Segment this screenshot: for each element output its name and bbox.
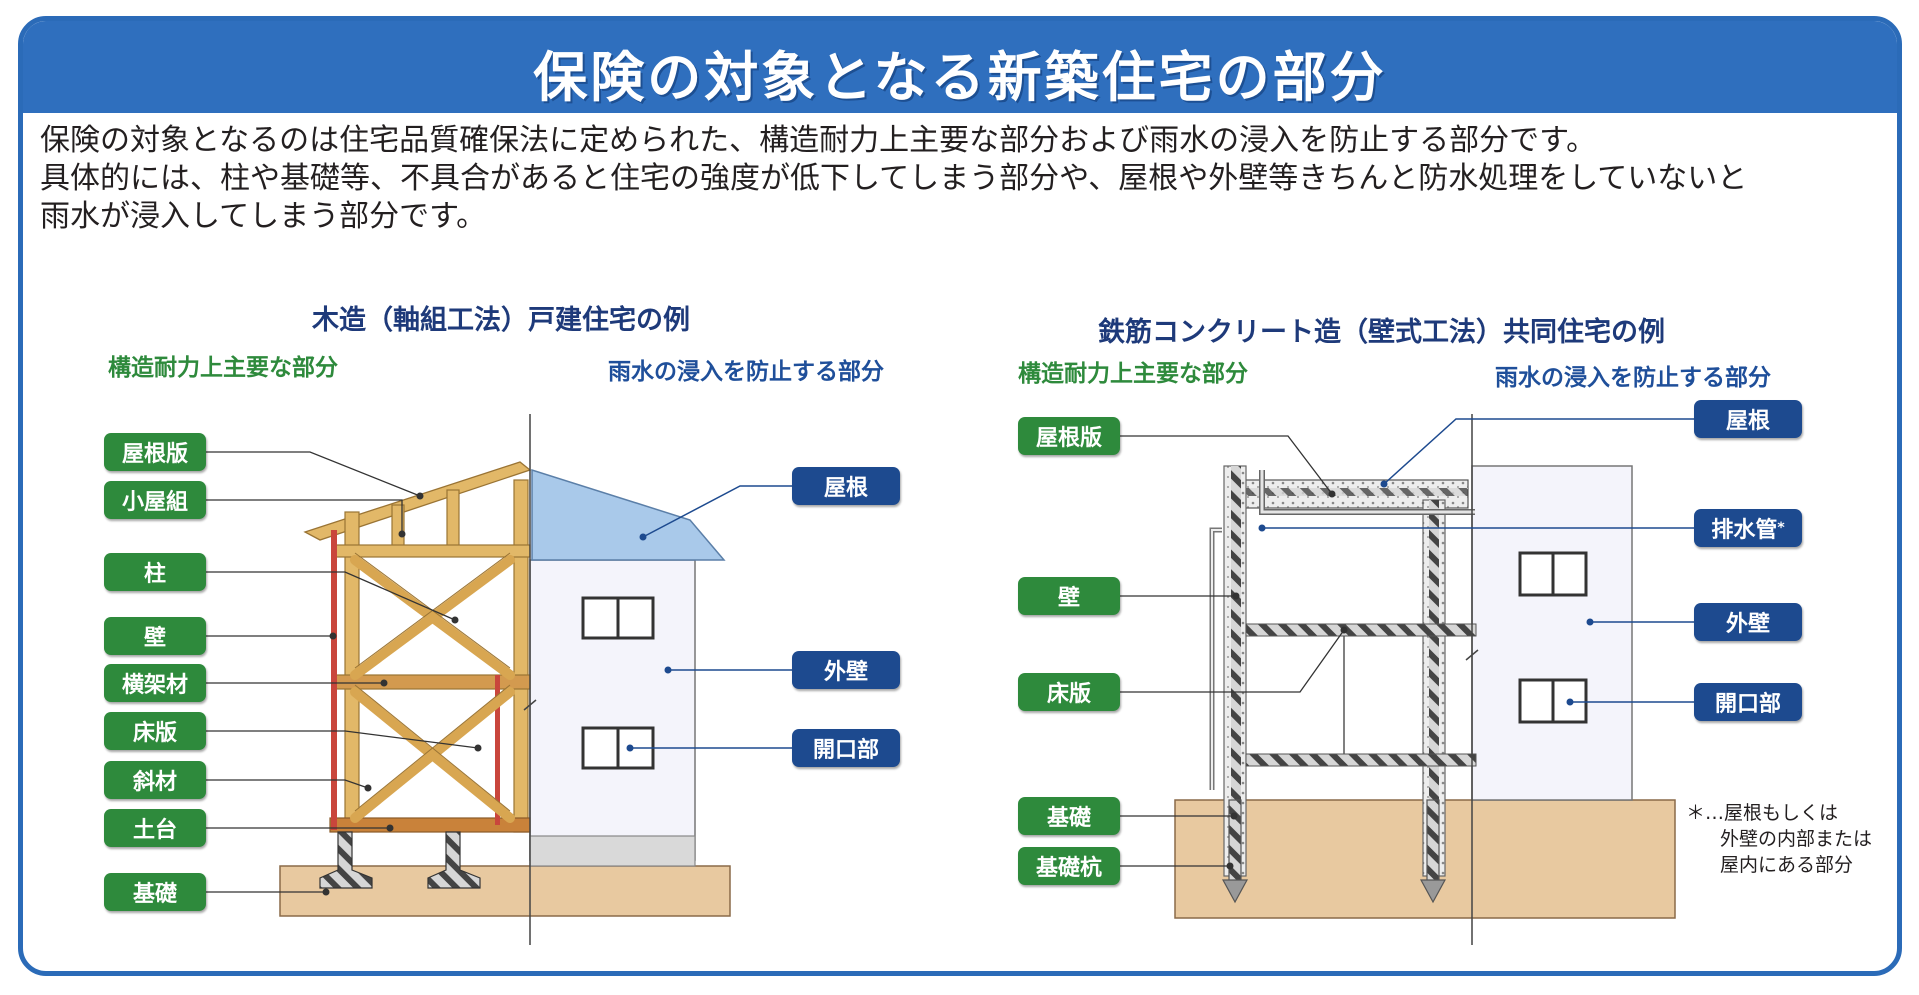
rc-piles	[1221, 799, 1447, 904]
rc-rain-heading: 雨水の浸入を防止する部分	[1495, 365, 1771, 391]
label-floor-slab: 床版	[104, 712, 206, 750]
intro-line-1: 保険の対象となるのは住宅品質確保法に定められた、構造耐力上主要な部分および雨水の…	[40, 123, 1597, 158]
wood-foundation	[319, 831, 481, 889]
rc-structural-heading: 構造耐力上主要な部分	[1018, 361, 1248, 387]
label-exterior-wall: 外壁	[792, 651, 900, 689]
footnote-line-3: 屋内にある部分	[1720, 854, 1854, 876]
label-column: 柱	[104, 553, 206, 591]
rc-label-floor-slab: 床版	[1018, 673, 1120, 711]
intro-line-2: 具体的には、柱や基礎等、不具合があると住宅の強度が低下してしまう部分や、屋根や外…	[40, 161, 1748, 196]
rc-label-drain-pipe: 排水管*	[1694, 509, 1802, 547]
rc-label-drain-pipe-text: 排水管	[1711, 518, 1778, 543]
rc-label-wall: 壁	[1018, 577, 1120, 615]
rc-structural-leaders	[1120, 435, 1345, 867]
wood-structural-heading: 構造耐力上主要な部分	[108, 355, 338, 381]
asterisk-mark: *	[1777, 520, 1785, 536]
rc-label-roof-slab: 屋根版	[1018, 417, 1120, 455]
wood-house-heading: 木造（軸組工法）戸建住宅の例	[312, 305, 690, 336]
wood-house-diagram	[206, 414, 792, 945]
rc-rain-leaders	[1262, 418, 1694, 703]
wood-rain-heading: 雨水の浸入を防止する部分	[608, 359, 884, 385]
rc-label-opening: 開口部	[1694, 683, 1802, 721]
label-roof: 屋根	[792, 467, 900, 505]
label-wall: 壁	[104, 617, 206, 655]
wood-structural-leaders	[206, 451, 479, 893]
label-brace: 斜材	[104, 761, 206, 799]
rc-apartment-heading: 鉄筋コンクリート造（壁式工法）共同住宅の例	[1098, 317, 1665, 348]
label-foundation: 基礎	[104, 873, 206, 911]
footnote-line-1: ＊…屋根もしくは	[1686, 802, 1839, 824]
rc-windows	[1518, 551, 1588, 724]
title-banner: 保険の対象となる新築住宅の部分	[23, 21, 1897, 113]
intro-text: 保険の対象となるのは住宅品質確保法に定められた、構造耐力上主要な部分および雨水の…	[40, 122, 1860, 236]
wood-framing	[303, 461, 532, 833]
rc-label-exterior-wall: 外壁	[1694, 603, 1802, 641]
rc-apartment-diagram	[1120, 414, 1694, 945]
wood-roof	[531, 468, 726, 561]
label-beam: 横架材	[104, 664, 206, 702]
label-opening: 開口部	[792, 729, 900, 767]
wood-rain-leaders	[630, 485, 792, 749]
rc-exterior-wall	[1471, 465, 1633, 801]
page-title: 保険の対象となる新築住宅の部分	[533, 46, 1387, 109]
label-sill: 土台	[104, 809, 206, 847]
label-roof-truss: 小屋組	[104, 481, 206, 519]
intro-line-3: 雨水が浸入してしまう部分です。	[40, 199, 487, 234]
rc-label-roof: 屋根	[1694, 400, 1802, 438]
wood-structural-dots	[322, 492, 482, 896]
rc-label-pile: 基礎杭	[1018, 847, 1120, 885]
rc-label-foundation: 基礎	[1018, 797, 1120, 835]
footnote-line-2: 外壁の内部または	[1720, 828, 1873, 850]
label-roof-slab: 屋根版	[104, 433, 206, 471]
footnote: ＊…屋根もしくは 外壁の内部または 屋内にある部分	[1686, 800, 1872, 878]
